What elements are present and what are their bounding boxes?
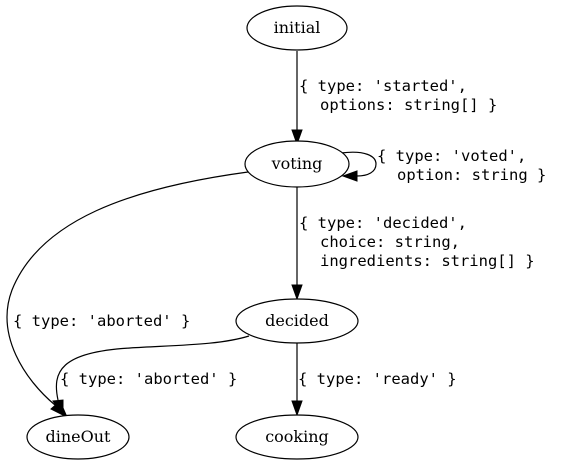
edge-voting-to-decided-arrowhead xyxy=(291,284,303,301)
node-voting-label: voting xyxy=(271,154,323,173)
edge-initial-to-voting-arrowhead xyxy=(291,129,303,146)
edge-label-line: { type: 'voted', xyxy=(377,147,526,165)
edge-voting-self-loop xyxy=(340,151,377,182)
edge-label-line: { type: 'aborted' } xyxy=(60,370,237,388)
edge-label-decided-to-dineout: { type: 'aborted' } xyxy=(60,370,265,388)
node-dineout: dineOut xyxy=(26,414,130,460)
edge-decided-to-cooking-arrowhead xyxy=(291,400,303,417)
node-cooking: cooking xyxy=(235,414,359,460)
edge-voting-self-loop-arrowhead xyxy=(341,170,358,182)
edge-label-line: { type: 'ready' } xyxy=(298,370,457,388)
node-cooking-label: cooking xyxy=(265,427,329,446)
edge-label-line: ingredients: string[] } xyxy=(320,252,535,270)
node-decided-label: decided xyxy=(265,311,329,330)
node-decided: decided xyxy=(235,298,359,344)
node-initial-label: initial xyxy=(274,18,321,37)
edge-label-line: { type: 'decided', xyxy=(299,214,467,232)
edge-label-line: choice: string, xyxy=(320,233,460,251)
node-dineout-label: dineOut xyxy=(46,427,112,446)
edge-label-voting-to-dineout: { type: 'aborted' } xyxy=(13,312,218,330)
edge-label-decided-to-cooking: { type: 'ready' } xyxy=(298,370,485,388)
edge-decided-to-cooking xyxy=(291,343,303,417)
node-initial: initial xyxy=(246,5,348,51)
edge-decided-to-dineout-arrowhead xyxy=(52,399,64,417)
node-cooking-shape xyxy=(235,414,359,460)
edge-decided-to-dineout-line xyxy=(55,335,250,401)
edge-label-line: option: string } xyxy=(397,166,546,184)
node-decided-shape xyxy=(235,298,359,344)
edge-voting-to-decided xyxy=(291,187,303,301)
edge-label-voting-to-decided: { type: 'decided', choice: string, ingre… xyxy=(299,214,563,270)
edge-label-line: { type: 'started', xyxy=(299,77,467,95)
edge-label-voting-self-loop: { type: 'voted', option: string } xyxy=(377,147,574,184)
edge-label-initial-to-voting: { type: 'started', options: string[] } xyxy=(299,77,525,114)
edge-label-line: options: string[] } xyxy=(320,96,497,114)
edge-decided-to-dineout xyxy=(52,335,250,417)
node-dineout-shape xyxy=(26,414,130,460)
edge-initial-to-voting xyxy=(291,51,303,146)
edge-voting-self-loop-line xyxy=(340,151,377,177)
edge-voting-to-dineout-line xyxy=(6,171,249,406)
node-initial-shape xyxy=(246,5,348,51)
node-voting: voting xyxy=(244,140,350,188)
node-voting-shape xyxy=(244,140,350,188)
edge-label-line: { type: 'aborted' } xyxy=(13,312,190,330)
